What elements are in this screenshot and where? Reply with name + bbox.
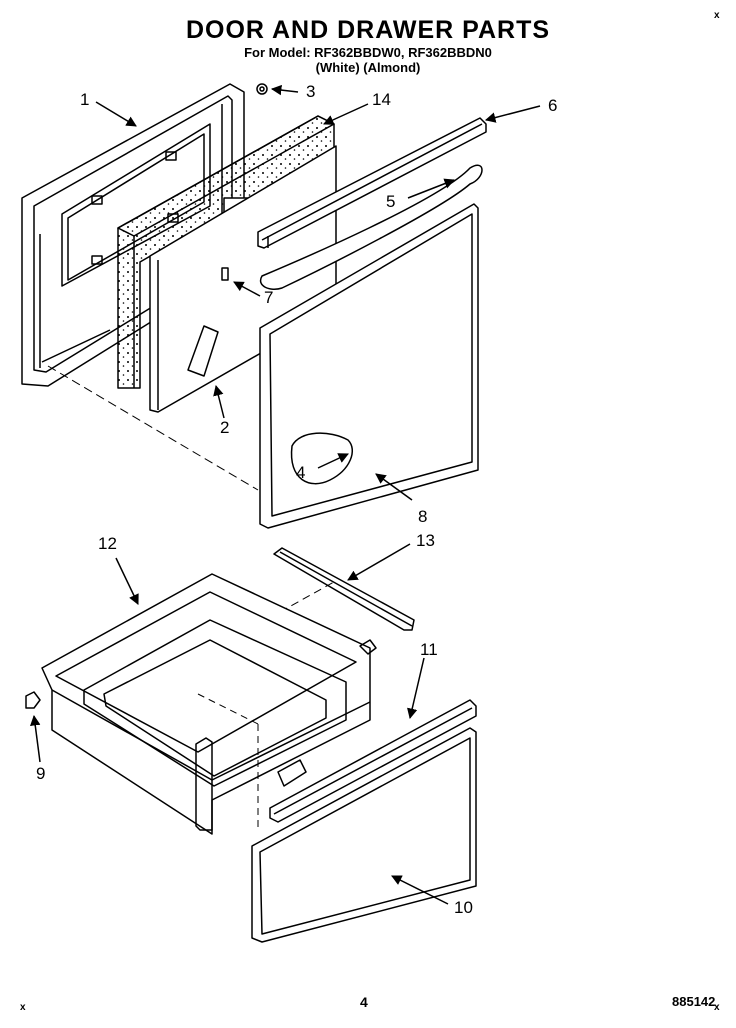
callout-13: 13	[416, 531, 435, 550]
callout-6: 6	[548, 96, 558, 115]
callout-7: 7	[264, 288, 274, 307]
callout-14: 14	[372, 90, 391, 109]
drawer-slide-stop	[25, 691, 41, 709]
door-screw-part	[256, 83, 268, 95]
callout-9: 9	[36, 764, 46, 783]
callout-4: 4	[296, 463, 306, 482]
callout-2: 2	[220, 418, 230, 437]
callout-11: 11	[420, 640, 438, 659]
drawer-top-rail	[273, 547, 415, 631]
callout-5: 5	[386, 192, 396, 211]
callout-1: 1	[80, 90, 90, 109]
drawer-front-trim	[269, 699, 477, 823]
color-line: (White) (Almond)	[315, 60, 421, 75]
callout-8: 8	[418, 507, 428, 526]
corner-mark-top-right: x	[714, 10, 720, 21]
callout-10: 10	[454, 898, 473, 917]
door-glass-frame	[259, 203, 479, 529]
page-number: 4	[360, 994, 368, 1010]
inner-door-liner	[149, 145, 337, 413]
corner-mark-bottom-right: x	[714, 1002, 720, 1013]
small-parts	[256, 83, 268, 95]
corner-mark-bottom-left: x	[20, 1002, 26, 1013]
door-top-trim	[257, 117, 487, 249]
page-title: DOOR AND DRAWER PARTS	[185, 16, 551, 44]
drawer-body	[41, 573, 377, 835]
callout-12: 12	[98, 534, 117, 553]
model-line: For Model: RF362BBDW0, RF362BBDN0	[244, 45, 492, 60]
diagram-code: 885142	[672, 994, 716, 1009]
leader-arrows	[30, 84, 541, 905]
callout-3: 3	[306, 82, 316, 101]
drawer-front-panel	[251, 727, 477, 943]
door-handle	[259, 164, 483, 290]
